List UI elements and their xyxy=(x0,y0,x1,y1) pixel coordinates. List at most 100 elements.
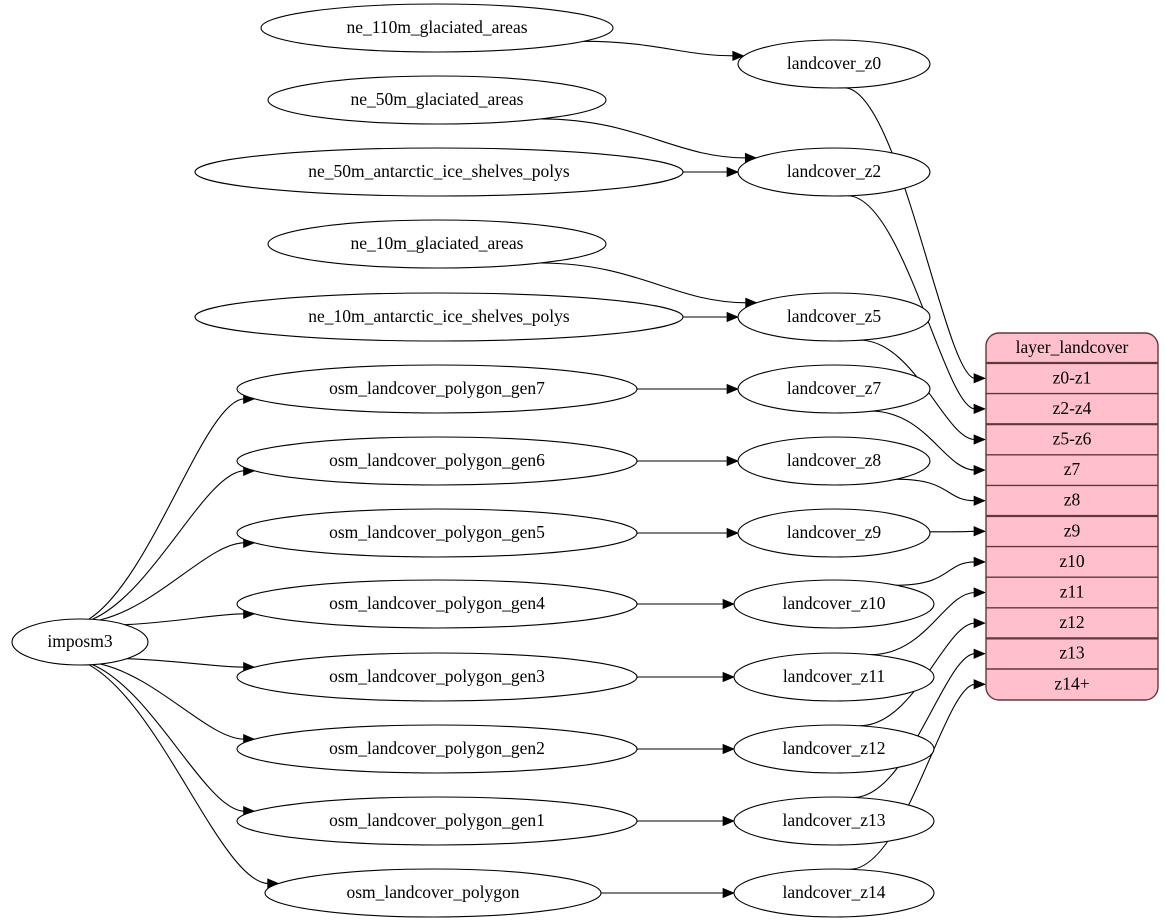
svg-text:z8: z8 xyxy=(1064,490,1081,510)
osm-node-osm_landcover_polygon_gen7[interactable]: osm_landcover_polygon_gen7 xyxy=(236,364,638,414)
node-label: ne_50m_glaciated_areas xyxy=(351,89,524,109)
edge-imposm3-to-osm_landcover_polygon_gen4 xyxy=(124,608,256,626)
edge-osm_landcover_polygon_gen1-to-landcover_z13 xyxy=(637,815,735,827)
edge-landcover_z13-to-layer_landcover_z13 xyxy=(853,648,986,799)
ne-node-ne_10m_antarctic_ice_shelves_polys[interactable]: ne_10m_antarctic_ice_shelves_polys xyxy=(194,292,684,342)
edge-osm_landcover_polygon_gen4-to-landcover_z10 xyxy=(637,598,735,610)
edge-osm_landcover_polygon_gen6-to-landcover_z8 xyxy=(637,455,739,467)
node-label: landcover_z9 xyxy=(787,522,882,542)
layer-table-row-z8[interactable]: z8 xyxy=(986,485,1158,516)
landcover-node-landcover_z2[interactable]: landcover_z2 xyxy=(737,147,931,197)
layer-table-row-z14+[interactable]: z14+ xyxy=(986,669,1158,700)
edge-arrowhead xyxy=(973,434,986,445)
edge-arrowhead xyxy=(726,455,739,467)
edge-osm_landcover_polygon-to-landcover_z14 xyxy=(600,887,735,899)
osm-node-osm_landcover_polygon_gen1[interactable]: osm_landcover_polygon_gen1 xyxy=(236,796,638,846)
edge-arrowhead xyxy=(973,617,986,629)
layer-table-row-z10[interactable]: z10 xyxy=(986,547,1158,578)
edge-osm_landcover_polygon_gen3-to-landcover_z11 xyxy=(637,671,735,683)
landcover-node-landcover_z13[interactable]: landcover_z13 xyxy=(733,796,935,846)
osm-node-osm_landcover_polygon_gen6[interactable]: osm_landcover_polygon_gen6 xyxy=(236,436,638,486)
edge-arrowhead xyxy=(722,743,735,755)
edge-osm_landcover_polygon_gen5-to-landcover_z9 xyxy=(637,527,739,539)
edge-osm_landcover_polygon_gen7-to-landcover_z7 xyxy=(637,383,739,395)
node-label: ne_10m_glaciated_areas xyxy=(351,233,524,253)
osm-node-osm_landcover_polygon[interactable]: osm_landcover_polygon xyxy=(264,868,602,918)
layer-table-row-z7[interactable]: z7 xyxy=(986,455,1158,486)
landcover-node-landcover_z5[interactable]: landcover_z5 xyxy=(737,292,931,342)
edge-arrowhead xyxy=(973,679,986,690)
ne-node-ne_50m_glaciated_areas[interactable]: ne_50m_glaciated_areas xyxy=(267,75,607,125)
node-label: landcover_z13 xyxy=(782,810,885,830)
edge-arrowhead xyxy=(722,598,735,610)
edge-imposm3-to-osm_landcover_polygon_gen7 xyxy=(88,393,256,620)
svg-text:z12: z12 xyxy=(1059,612,1084,632)
osm-node-osm_landcover_polygon_gen4[interactable]: osm_landcover_polygon_gen4 xyxy=(236,579,638,629)
ne-node-ne_10m_glaciated_areas[interactable]: ne_10m_glaciated_areas xyxy=(267,219,607,269)
landcover-node-landcover_z14[interactable]: landcover_z14 xyxy=(733,868,935,918)
osm-node-osm_landcover_polygon_gen5[interactable]: osm_landcover_polygon_gen5 xyxy=(236,508,638,558)
node-label: osm_landcover_polygon xyxy=(346,882,519,902)
edge-imposm3-to-osm_landcover_polygon xyxy=(88,664,280,889)
node-label: osm_landcover_polygon_gen2 xyxy=(329,738,545,758)
landcover-node-landcover_z10[interactable]: landcover_z10 xyxy=(733,579,935,629)
edge-arrowhead xyxy=(726,311,739,323)
layer-table-row-z9[interactable]: z9 xyxy=(986,516,1158,547)
svg-text:z7: z7 xyxy=(1064,459,1081,479)
edge-landcover_z8-to-layer_landcover_z8 xyxy=(896,478,986,506)
edge-landcover_z10-to-layer_landcover_z10 xyxy=(896,556,986,586)
layer-table-row-z0-z1[interactable]: z0-z1 xyxy=(986,363,1158,394)
edge-landcover_z0-to-layer_landcover_z0-z1 xyxy=(844,87,986,384)
node-label: osm_landcover_polygon_gen5 xyxy=(329,522,545,542)
node-label: osm_landcover_polygon_gen4 xyxy=(329,593,545,613)
node-label: ne_50m_antarctic_ice_shelves_polys xyxy=(308,161,570,181)
node-label: landcover_z10 xyxy=(782,593,885,613)
node-label: landcover_z2 xyxy=(787,161,881,181)
edge-arrowhead xyxy=(973,495,986,506)
node-label: osm_landcover_polygon_gen1 xyxy=(329,810,545,830)
edge-landcover_z2-to-layer_landcover_z2-z4 xyxy=(847,195,986,415)
landcover-node-landcover_z9[interactable]: landcover_z9 xyxy=(737,508,931,558)
landcover-node-landcover_z12[interactable]: landcover_z12 xyxy=(733,724,935,774)
layer-table-row-z2-z4[interactable]: z2-z4 xyxy=(986,394,1158,425)
layer-table-header: layer_landcover xyxy=(1016,337,1129,357)
edge-arrowhead xyxy=(973,556,986,568)
ne-node-ne_50m_antarctic_ice_shelves_polys[interactable]: ne_50m_antarctic_ice_shelves_polys xyxy=(194,147,684,197)
edge-arrowhead xyxy=(722,671,735,683)
source-imposm3[interactable]: imposm3 xyxy=(11,618,149,666)
edge-landcover_z11-to-layer_landcover_z11 xyxy=(870,587,986,656)
layer-landcover-table: layer_landcover z0-z1 z2-z4 z5-z6 z7 z8 z9 z10 z… xyxy=(985,332,1159,701)
osm-node-osm_landcover_polygon_gen3[interactable]: osm_landcover_polygon_gen3 xyxy=(236,652,638,702)
edge-arrowhead xyxy=(722,815,735,827)
node-label: landcover_z12 xyxy=(782,738,885,758)
edge-osm_landcover_polygon_gen2-to-landcover_z12 xyxy=(636,743,735,755)
osm-node-osm_landcover_polygon_gen2[interactable]: osm_landcover_polygon_gen2 xyxy=(236,724,638,774)
svg-text:z9: z9 xyxy=(1064,520,1081,540)
svg-text:z13: z13 xyxy=(1059,643,1085,663)
layer-table-row-z11[interactable]: z11 xyxy=(986,577,1158,608)
edge-arrowhead xyxy=(973,464,986,476)
ne-node-ne_110m_glaciated_areas[interactable]: ne_110m_glaciated_areas xyxy=(260,3,614,53)
landcover-node-landcover_z11[interactable]: landcover_z11 xyxy=(733,652,935,702)
svg-text:z11: z11 xyxy=(1060,582,1085,602)
edge-arrowhead xyxy=(726,527,739,539)
edge-landcover_z7-to-layer_landcover_z7 xyxy=(871,410,986,476)
layer-table-row-z5-z6[interactable]: z5-z6 xyxy=(986,424,1158,455)
landcover-node-landcover_z0[interactable]: landcover_z0 xyxy=(737,39,931,89)
layer-table-row-z12[interactable]: z12 xyxy=(986,608,1158,639)
layer-table-row-z13[interactable]: z13 xyxy=(986,638,1158,669)
node-label: landcover_z7 xyxy=(787,378,882,398)
svg-text:z5-z6: z5-z6 xyxy=(1053,429,1092,449)
edge-landcover_z14-to-layer_landcover_z14_ xyxy=(849,679,986,870)
landcover-node-landcover_z7[interactable]: landcover_z7 xyxy=(737,364,931,414)
landcover-node-landcover_z8[interactable]: landcover_z8 xyxy=(737,436,931,486)
node-label: osm_landcover_polygon_gen6 xyxy=(329,450,545,470)
svg-text:z10: z10 xyxy=(1059,551,1085,571)
node-label: osm_landcover_polygon_gen7 xyxy=(329,378,545,398)
node-label: imposm3 xyxy=(47,631,112,651)
svg-text:z0-z1: z0-z1 xyxy=(1053,367,1092,387)
edge-imposm3-to-osm_landcover_polygon_gen2 xyxy=(99,663,256,745)
nodes-layer: imposm3 ne_110m_glaciated_areas ne_50m_gla… xyxy=(11,3,935,918)
